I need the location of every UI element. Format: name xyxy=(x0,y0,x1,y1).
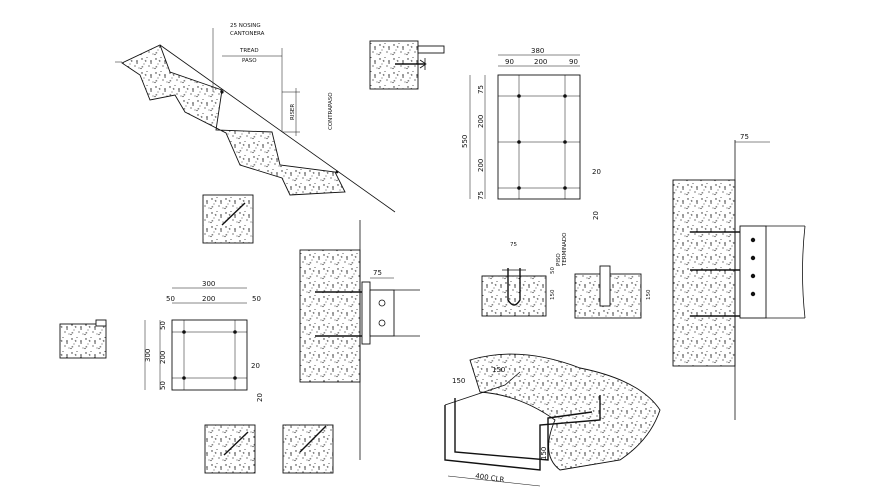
wall-concrete-right xyxy=(672,179,736,367)
wall-concrete xyxy=(299,249,361,383)
anchor-diag-2 xyxy=(223,431,249,456)
edge-detail-left xyxy=(59,319,107,359)
dim-75-right: 75 xyxy=(740,133,749,141)
nosing-dot-2 xyxy=(335,170,339,174)
dim-20-s: 20 xyxy=(251,362,260,370)
dim-300-v: 300 xyxy=(144,349,152,362)
dim-90-right: 90 xyxy=(569,58,578,66)
dim-50-left: 50 xyxy=(166,295,175,303)
dim-150-anchor: 150 xyxy=(550,289,556,300)
dim-150-sleeve: 150 xyxy=(646,289,652,300)
embed-plate xyxy=(361,281,371,345)
dim-75-anchor: 75 xyxy=(510,242,517,248)
dim-150-r1: 150 xyxy=(452,377,465,385)
dim-200-a: 200 xyxy=(477,115,485,128)
anchor-concrete xyxy=(481,275,547,317)
rebar-isometric: 150 150 400 CLR 150 xyxy=(444,353,661,487)
stair-concrete xyxy=(121,44,346,196)
dim-75-top: 75 xyxy=(477,85,485,94)
bolt-holes-small xyxy=(182,330,237,380)
base-plate-large: 380 90 200 90 550 75 200 200 75 20 20 xyxy=(461,47,601,220)
rebar-concrete xyxy=(469,353,661,471)
nosing-label: 25 NOSING xyxy=(230,23,261,29)
dim-150-r3: 150 xyxy=(540,447,548,460)
dim-400-clr: 400 CLR xyxy=(475,472,505,484)
anchor-label-2: TERMINADO xyxy=(562,232,568,267)
nosing-anchor-detail-top xyxy=(369,40,445,90)
dim-550: 550 xyxy=(461,135,469,148)
detail-concrete-3 xyxy=(59,323,107,359)
beam-right xyxy=(766,225,806,319)
nosing-label-es: CANTONERA xyxy=(230,31,265,37)
anchor-sleeve-detail: 150 xyxy=(574,265,652,319)
dim-200: 200 xyxy=(534,58,547,66)
dim-50-top: 50 xyxy=(159,321,167,330)
anchor-diag-3 xyxy=(299,425,327,453)
dim-200-v: 200 xyxy=(159,351,167,364)
dim-400-line xyxy=(447,475,541,487)
plate-outline xyxy=(497,74,581,200)
beam-section xyxy=(369,289,395,337)
dim-200-b: 200 xyxy=(477,159,485,172)
angle-plate xyxy=(417,45,445,54)
bolt-holes xyxy=(517,94,567,190)
edge-angle xyxy=(95,319,107,327)
wall-connection-detail: 75 xyxy=(299,220,420,460)
tread-label-es: PASO xyxy=(242,58,257,64)
dim-200-s: 200 xyxy=(202,295,215,303)
dim-50-right: 50 xyxy=(252,295,261,303)
anchor-diag xyxy=(221,202,246,226)
stair-section: 25 NOSING CANTONERA TREAD PASO RISER CON… xyxy=(115,23,396,213)
dim-20-b: 20 xyxy=(592,211,600,220)
rebar-bar-2 xyxy=(454,398,593,461)
anchor-label-1: PISO xyxy=(556,253,562,266)
tread-label: TREAD xyxy=(239,48,259,54)
nosing-dot xyxy=(220,90,224,94)
dim-50-bottom: 50 xyxy=(159,381,167,390)
anchor-head xyxy=(419,58,427,70)
nosing-detail-bottom xyxy=(204,424,334,474)
dim-75-wall: 75 xyxy=(373,269,382,277)
u-bolt xyxy=(507,268,521,306)
dim-75-bottom: 75 xyxy=(477,191,485,200)
sleeve xyxy=(599,265,611,307)
dim-150-r2: 150 xyxy=(492,366,505,374)
rebar-top xyxy=(444,371,521,406)
stair-pitch-line xyxy=(159,44,396,213)
riser-label-es: CONTRAPASO xyxy=(328,92,334,130)
dim-20-s-b: 20 xyxy=(256,393,264,402)
dim-300: 300 xyxy=(202,280,215,288)
nosing-detail-middle xyxy=(202,194,254,244)
dim-50-anchor: 50 xyxy=(550,267,556,274)
detail-concrete xyxy=(369,40,419,90)
bolts-right xyxy=(750,237,756,297)
bolt-1 xyxy=(378,299,386,307)
rebar-bar-1 xyxy=(444,395,601,471)
dim-380: 380 xyxy=(531,47,544,55)
dim-90-left: 90 xyxy=(505,58,514,66)
detail-concrete-5 xyxy=(282,424,334,474)
dim-20: 20 xyxy=(592,168,601,176)
base-plate-small: 300 50 200 50 300 50 200 50 20 20 xyxy=(144,280,264,402)
anchor-bolt-detail: 75 50 150 PISO TERMINADO xyxy=(481,232,568,317)
bolt-2 xyxy=(378,319,386,327)
riser-label: RISER xyxy=(290,104,296,120)
wall-connection-right: 75 xyxy=(672,133,806,420)
